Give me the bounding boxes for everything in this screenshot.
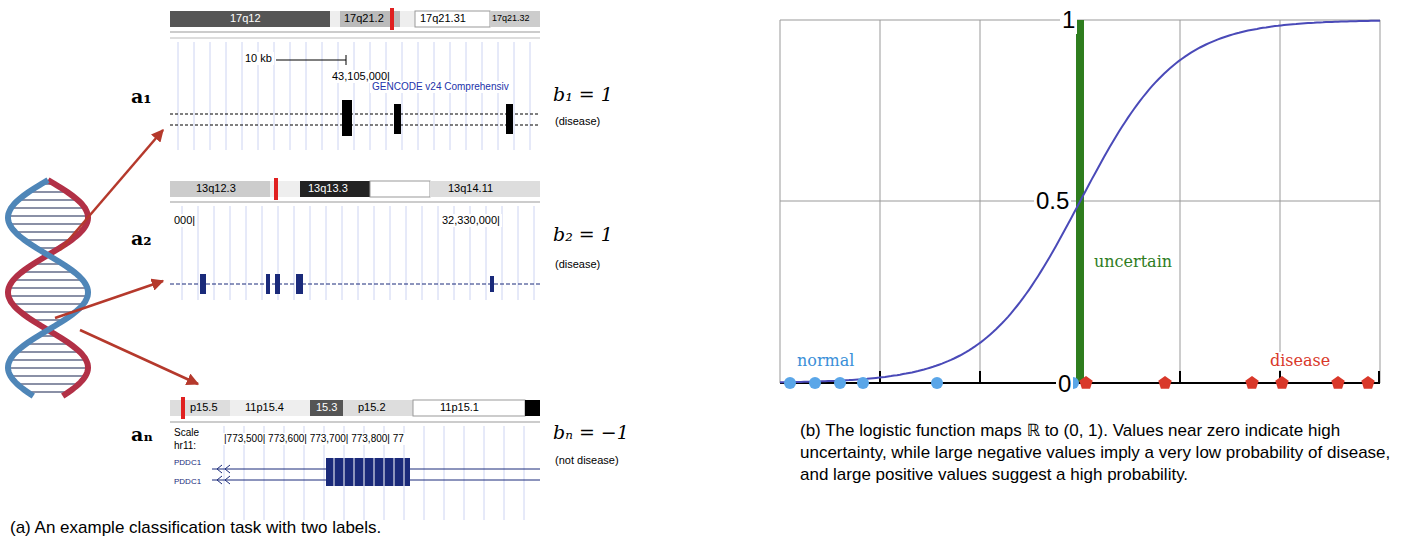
normal-point xyxy=(784,377,796,389)
dna-strand xyxy=(8,180,88,396)
band-name: 17q21.2 xyxy=(344,12,384,25)
region-label: uncertain xyxy=(1094,253,1172,271)
dna-helix xyxy=(8,180,88,396)
region-label: disease xyxy=(1268,352,1332,370)
class-note: (not disease) xyxy=(555,454,619,467)
caption: (b) The logistic function maps ℝ to (0, … xyxy=(800,420,1396,486)
disease-point xyxy=(1245,376,1258,389)
chrom-label: hr11: xyxy=(172,440,198,452)
dna-rung xyxy=(8,367,88,369)
dna-rung xyxy=(9,223,86,225)
band-name: 13q12.3 xyxy=(196,182,236,195)
band-name: p15.2 xyxy=(358,401,386,414)
dna-rung xyxy=(8,215,88,217)
band-name: 11p15.4 xyxy=(245,401,284,414)
gene-name: PDDC1 xyxy=(172,458,203,467)
genome-panel-2 xyxy=(170,178,540,300)
dna-rung xyxy=(10,359,86,361)
dna-rung xyxy=(26,343,70,345)
disease-point xyxy=(1158,376,1171,389)
gene-name: PDDC1 xyxy=(172,477,203,486)
genome-panel-3 xyxy=(170,397,540,520)
normal-point xyxy=(857,377,869,389)
dna-rung xyxy=(13,303,84,305)
axis-tick: 0.5 xyxy=(1034,187,1071,215)
axis-tick: 1 xyxy=(1060,6,1077,34)
dna-rung xyxy=(17,383,79,385)
vector-label: a₁ xyxy=(131,86,152,108)
axis-tick: 0 xyxy=(1056,370,1073,398)
band-name: p15.5 xyxy=(190,401,218,414)
band-name: 11p15.1 xyxy=(440,401,479,414)
disease-point xyxy=(1361,376,1374,389)
scale-label: 10 kb xyxy=(243,52,274,65)
class-label: bₙ = −1 xyxy=(553,422,629,444)
dna-rung xyxy=(22,271,74,273)
class-label: b₁ = 1 xyxy=(553,84,613,106)
coordinate-row: |773,500| 773,600| 773,700| 773,800| 77 xyxy=(222,433,406,445)
caption: (a) An example classification task with … xyxy=(10,518,381,538)
vector-label: a₂ xyxy=(131,228,152,250)
scale-label: Scale xyxy=(172,427,201,439)
band-name: 17q21.32 xyxy=(492,13,530,23)
dna-rung xyxy=(13,279,82,281)
class-note: (disease) xyxy=(555,258,600,271)
dna-rung xyxy=(9,287,88,289)
disease-point xyxy=(1275,376,1288,389)
coordinate: 000| xyxy=(172,214,197,227)
dna-rung xyxy=(11,207,85,209)
normal-point xyxy=(931,377,943,389)
dna-strand xyxy=(8,180,88,396)
band-name: 17q12 xyxy=(230,12,261,25)
dna-rung xyxy=(11,375,86,377)
disease-point xyxy=(1331,376,1344,389)
data-points xyxy=(784,376,1375,389)
normal-point xyxy=(834,377,846,389)
track-name: GENCODE v24 Comprehensiv xyxy=(370,81,511,93)
dna-rung xyxy=(8,295,87,297)
dna-rung xyxy=(15,231,81,233)
dna-rung xyxy=(18,199,77,201)
genome-panel-1 xyxy=(170,8,540,150)
pointer-arrows xyxy=(55,130,198,384)
normal-point xyxy=(809,377,821,389)
band-name: 13q13.3 xyxy=(308,182,348,195)
class-note: (disease) xyxy=(555,115,600,128)
class-label: b₂ = 1 xyxy=(553,224,613,246)
band-name: 15.3 xyxy=(316,401,337,414)
vector-label: aₙ xyxy=(131,424,153,446)
band-name: 17q21.31 xyxy=(420,12,466,25)
dna-rung xyxy=(24,239,71,241)
coordinate: 32,330,000| xyxy=(440,214,502,227)
region-label: normal xyxy=(797,352,854,370)
logistic-curve xyxy=(780,21,1380,383)
dna-rung xyxy=(16,351,80,353)
plot-grid xyxy=(780,20,1380,383)
disease-point xyxy=(1079,376,1092,389)
band-name: 13q14.11 xyxy=(448,182,493,195)
